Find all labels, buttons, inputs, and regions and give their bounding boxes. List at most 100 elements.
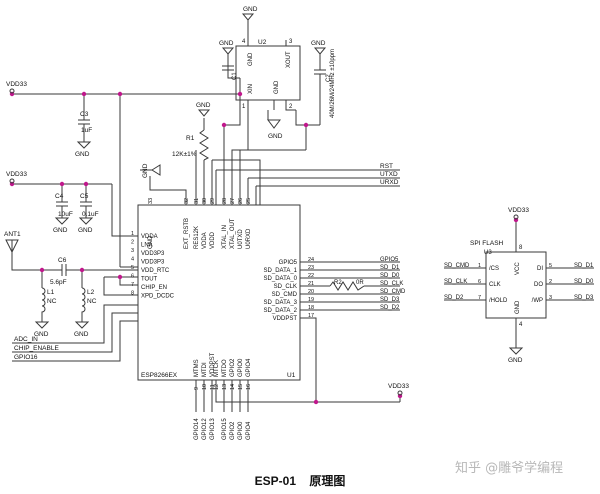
u3-right-pin-name: DO bbox=[534, 282, 543, 288]
capacitor-c1: C1 bbox=[222, 65, 238, 80]
c5-ref: C5 bbox=[80, 193, 89, 200]
u1-right-net-label: SD_CMD bbox=[380, 289, 406, 295]
u1-right-pin-name: SD_DATA_2 bbox=[264, 308, 298, 314]
power-ports: VDD33 VDD33 VDD33 VDD33 bbox=[6, 81, 529, 396]
c6-ref: C6 bbox=[58, 257, 67, 264]
u1-right-pin-name: SD_DATA_1 bbox=[264, 268, 298, 274]
l2-value: NC bbox=[87, 298, 97, 305]
u1-right-pin-name: SD_CLK bbox=[274, 284, 297, 290]
vdd33-label-1: VDD33 bbox=[6, 81, 27, 88]
u3-left-pin-name: CLK bbox=[489, 282, 501, 288]
diagram-caption: ESP-01 原理图 bbox=[0, 472, 600, 489]
u3-left-net-label: SD_D2 bbox=[444, 295, 464, 301]
gnd-label-c2: GND bbox=[311, 40, 326, 47]
c6-value: 5.6pF bbox=[50, 279, 67, 286]
l1-ref: L1 bbox=[47, 289, 55, 296]
resistor-r2: R2 0R bbox=[329, 280, 364, 291]
u1-top-pin-name: RES12K bbox=[194, 226, 200, 249]
capacitor-c5: C5 0.1uF bbox=[80, 193, 99, 218]
u1-right-pin-num: 23 bbox=[308, 265, 314, 271]
u1-bottom-pin-num: 13 bbox=[222, 384, 228, 390]
u1-left-pin-name: VDDA bbox=[141, 234, 158, 240]
chip-enable-label: CHIP_ENABLE bbox=[14, 345, 59, 352]
gnd-label-c3: GND bbox=[75, 151, 90, 158]
u1-bottom-pin-name: MTCK bbox=[214, 360, 220, 377]
u1-left-pin-num: 1 bbox=[131, 231, 134, 237]
u1-right-pin-num: 24 bbox=[308, 257, 314, 263]
antenna-label: ANT1 bbox=[4, 231, 21, 238]
u1-bottom-net-label: GPIO12 bbox=[202, 418, 208, 440]
antenna-symbol: ANT1 bbox=[4, 231, 21, 254]
c3-value: 1uF bbox=[81, 127, 92, 134]
u2-pin-gnd: GND bbox=[248, 52, 254, 66]
u1-left-pin-num: 2 bbox=[131, 240, 134, 246]
r2-ref: R2 bbox=[334, 280, 342, 286]
u1-right-pin-name: VDDPST bbox=[273, 316, 298, 322]
u1-bottom-net-label: GPIO0 bbox=[238, 421, 244, 440]
u1-top-pin-name: EXT_RSTB bbox=[184, 218, 190, 249]
u1-left-pin-num: 4 bbox=[131, 257, 134, 263]
r2-value: 0R bbox=[356, 280, 364, 286]
u1-bottom-pin-name: VDDPST bbox=[210, 352, 216, 377]
u1-chip-name: ESP8266EX bbox=[141, 372, 178, 379]
u1-bottom-pin-num: 9 bbox=[194, 387, 200, 390]
crystal-u2: U2 4 3 1 2 GND XOUT XIN GND 40M/26M/24MH… bbox=[235, 30, 336, 118]
u2-frequency: 40M/26M/24MHz ±10ppm bbox=[330, 49, 336, 118]
u3-left-net-label: SD_CLK bbox=[444, 279, 467, 285]
u1-top-pin-name: XTAL_OUT bbox=[230, 218, 236, 249]
u3-left-pin-name: /HOLD bbox=[489, 298, 508, 304]
c5-value: 0.1uF bbox=[82, 211, 99, 218]
c4-ref: C4 bbox=[55, 193, 64, 200]
spi-flash-chip: SPI FLASH U3 VCC 8 GND 4 bbox=[470, 240, 547, 328]
capacitor-c2: C2 bbox=[314, 64, 332, 82]
u1-right-pin-num: 22 bbox=[308, 273, 314, 279]
schematic-diagram: GND GND GND GND GND GND GND GND GND GND … bbox=[4, 6, 594, 440]
u1-right-pin-num: 21 bbox=[308, 281, 314, 287]
u1-top-pin-num: 28 bbox=[222, 198, 228, 204]
u2-pin-gnd2: GND bbox=[274, 80, 280, 94]
vdd33-label-2: VDD33 bbox=[6, 171, 27, 178]
u1-top-pin-num: 27 bbox=[230, 198, 236, 204]
u3-left-pin-num: 6 bbox=[478, 279, 481, 285]
u1-top-pin-name: GND bbox=[148, 235, 154, 249]
u1-right-net-label: GPIO5 bbox=[380, 257, 399, 263]
u1-bottom-pin-name: MTDI bbox=[202, 362, 208, 377]
u1-right-pin-name: SD_DATA_0 bbox=[264, 276, 298, 282]
u1-top-pin-name: VDDA bbox=[202, 232, 208, 249]
u1-top-pin-num: 30 bbox=[202, 198, 208, 204]
adc-in-label: ADC_IN bbox=[14, 336, 38, 343]
gnd-label-r1: GND bbox=[196, 102, 211, 109]
u1-bottom-pin-name: MTMS bbox=[194, 359, 200, 377]
wires bbox=[11, 64, 594, 412]
u1-right-net-label: SD_D3 bbox=[380, 297, 400, 303]
resistor-r1: R1 12K±1% bbox=[172, 129, 210, 161]
u1-bottom-pin-num: 12 bbox=[214, 384, 220, 390]
ground-symbols bbox=[34, 13, 524, 355]
u3-right-pin-num: 3 bbox=[549, 295, 552, 301]
u1-bottom-pin-num: 10 bbox=[202, 384, 208, 390]
u1-bottom-pin-num: 14 bbox=[230, 384, 236, 390]
u1-pins: VDDA1LNA2VDD3P33VDD3P34VDD_RTC5TOUT6CHIP… bbox=[131, 198, 406, 440]
u1-right-pin-name: GPIO5 bbox=[279, 260, 298, 266]
u1-bottom-net-label: GPIO15 bbox=[222, 418, 228, 440]
u1-bottom-net-label: GPIO4 bbox=[246, 421, 252, 440]
gpio16-label: GPIO16 bbox=[14, 354, 38, 361]
u1-left-pin-num: 7 bbox=[131, 282, 134, 288]
l2-ref: L2 bbox=[87, 289, 95, 296]
c1-ref: C1 bbox=[232, 72, 238, 80]
u3-right-pin-num: 5 bbox=[549, 263, 552, 269]
u3-left-net-label: SD_CMD bbox=[444, 263, 470, 269]
gnd-label-l2: GND bbox=[74, 331, 89, 338]
r1-value: 12K±1% bbox=[172, 151, 197, 158]
u3-left-pin-num: 1 bbox=[478, 263, 481, 269]
gnd-label-c5: GND bbox=[78, 227, 93, 234]
u1-right-net-label: SD_CLK bbox=[380, 281, 403, 287]
u3-vcc-num: 8 bbox=[519, 245, 523, 251]
u1-top-pin-num: 33 bbox=[148, 198, 154, 204]
u1-right-pin-num: 18 bbox=[308, 305, 314, 311]
rst-label: RST bbox=[380, 163, 393, 170]
vdd33-label-4: VDD33 bbox=[508, 207, 529, 214]
u3-left-pin-num: 7 bbox=[478, 295, 481, 301]
u1-right-net-label: SD_D0 bbox=[380, 273, 400, 279]
